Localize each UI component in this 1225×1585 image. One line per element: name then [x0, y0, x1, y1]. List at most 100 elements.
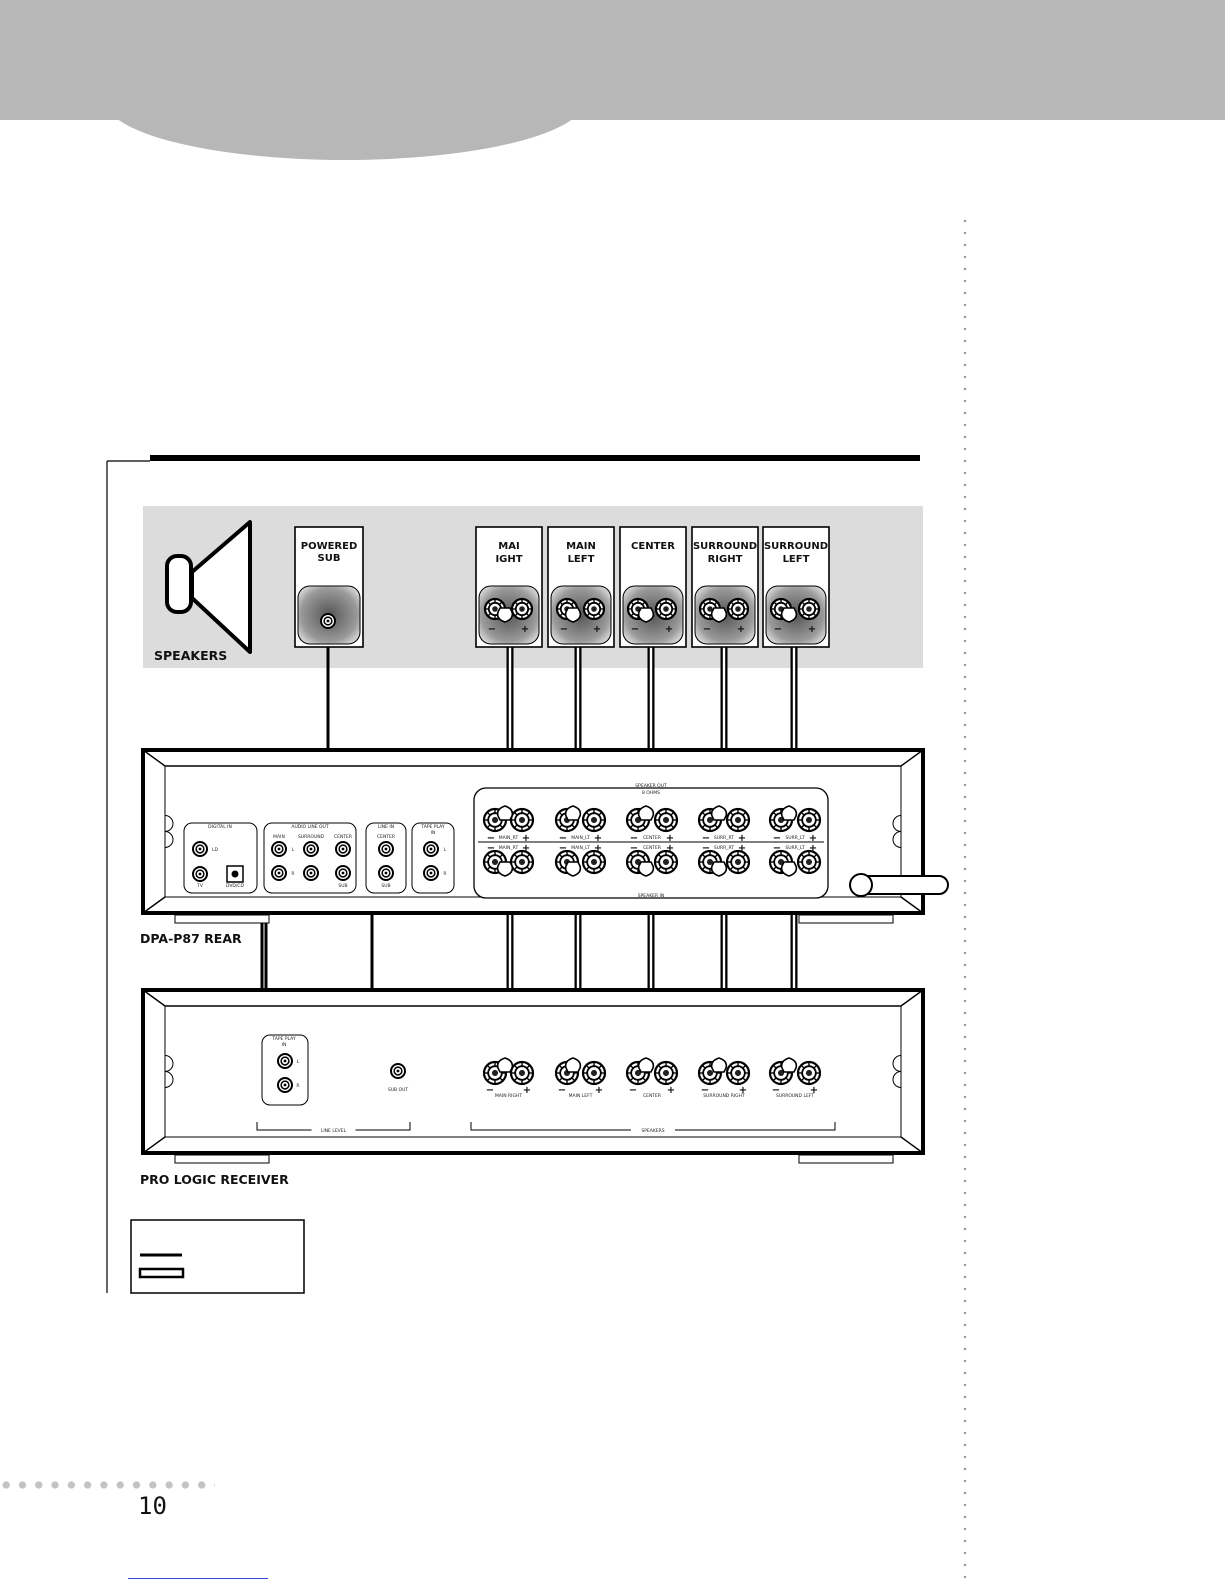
speaker-out-label: MAIN_RT: [499, 835, 519, 841]
polarity-minus: −: [773, 843, 781, 854]
bracket-label: LINE LEVEL: [321, 1128, 347, 1134]
footer-link-rule: [128, 1578, 268, 1579]
polarity-plus: +: [594, 833, 602, 844]
cable-plug: [637, 1057, 655, 1073]
cable-plug: [637, 607, 655, 623]
receiver-tape-play-l-jack: [277, 1053, 293, 1069]
tape-play-in-r-jack: [423, 865, 439, 881]
speaker-out-title: 8 OHMS: [642, 790, 660, 796]
legend-speaker-wire-swatch: [138, 1267, 185, 1279]
speaker-in-label: SURR_RT: [714, 845, 734, 851]
receiver-speaker-label: SURROUND RIGHT: [703, 1093, 745, 1099]
jack-label: SUB: [338, 883, 347, 889]
polarity-minus: −: [773, 833, 781, 844]
jack-label: DVD/CD: [226, 883, 245, 889]
speakers-label: SPEAKERS: [154, 648, 227, 663]
jack-label: L: [292, 847, 295, 853]
speaker-out-positive-post: [796, 807, 822, 833]
cable-plug: [780, 861, 798, 877]
digital-in-ld-jack: [192, 841, 208, 857]
audio-line-out-jack: [303, 841, 319, 857]
page-header-band: [0, 0, 1225, 160]
polarity-minus: −: [629, 1085, 637, 1096]
speaker-in-positive-post: [581, 849, 607, 875]
audio-line-out-col-label: CENTER: [334, 834, 352, 840]
polarity-plus: +: [593, 624, 601, 635]
polarity-minus: −: [560, 624, 568, 635]
speaker-in-title: SPEAKER IN: [638, 893, 665, 899]
polarity-minus: −: [488, 624, 496, 635]
tape-play-in-title: TAPE PLAY: [420, 824, 445, 830]
speaker-positive-post: [797, 597, 821, 621]
polarity-plus: +: [808, 624, 816, 635]
speaker-channel-label: LEFT: [568, 554, 595, 565]
polarity-plus: +: [666, 843, 674, 854]
cable-plug: [780, 607, 798, 623]
speaker-channel-label: IGHT: [495, 554, 522, 565]
speaker-out-label: SURR_RT: [714, 835, 734, 841]
speaker-in-label: CENTER: [643, 845, 661, 851]
digital-in-optical-port: [231, 870, 239, 878]
polarity-plus: +: [522, 833, 530, 844]
speaker-channel-label: LEFT: [783, 554, 810, 565]
polarity-plus: +: [523, 1085, 531, 1096]
tape-play-in-group: [411, 822, 455, 894]
receiver-positive-post: [653, 1060, 679, 1086]
audio-line-out-jack: [303, 865, 319, 881]
jack-label: L: [444, 847, 447, 853]
pro-logic-receiver-label: PRO LOGIC RECEIVER: [140, 1172, 289, 1187]
cable-plug: [564, 805, 582, 821]
speaker-out-label: MAIN_LT: [571, 835, 590, 841]
polarity-minus: −: [559, 833, 567, 844]
receiver-positive-post: [796, 1060, 822, 1086]
polarity-minus: −: [772, 1085, 780, 1096]
speaker-in-positive-post: [796, 849, 822, 875]
jack-label: TV: [196, 883, 204, 889]
polarity-minus: −: [702, 833, 710, 844]
polarity-minus: −: [631, 624, 639, 635]
speaker-out-positive-post: [653, 807, 679, 833]
receiver-sub-out-label: SUB OUT: [388, 1087, 409, 1093]
power-cord-grommet: [849, 873, 873, 897]
speaker-channel-label: MAI: [498, 541, 519, 552]
jack-label: CENTER: [377, 834, 395, 840]
polarity-plus: +: [737, 624, 745, 635]
cable-plug: [710, 861, 728, 877]
speaker-channel-label: CENTER: [631, 541, 675, 552]
cable-plug: [710, 1057, 728, 1073]
polarity-minus: −: [630, 833, 638, 844]
receiver-speaker-label: MAIN RIGHT: [495, 1093, 522, 1099]
polarity-minus: −: [559, 843, 567, 854]
tape-play-in-title: IN: [431, 830, 436, 836]
receiver-tape-play-in-title: TAPE PLAY: [271, 1036, 296, 1042]
jack-label: SUB: [381, 883, 390, 889]
polarity-plus: +: [738, 833, 746, 844]
cable-plug: [496, 607, 514, 623]
polarity-minus: −: [487, 843, 495, 854]
polarity-plus: +: [594, 843, 602, 854]
speaker-out-label: SURR_LT: [785, 835, 805, 841]
footer-dot-rule: [0, 1478, 215, 1492]
powered-sub-label: POWERED: [301, 541, 358, 552]
page-number: 10: [138, 1492, 167, 1520]
audio-line-out-col-label: MAIN: [273, 834, 285, 840]
polarity-plus: +: [809, 843, 817, 854]
speaker-in-positive-post: [653, 849, 679, 875]
diagram-top-rule: [150, 455, 920, 461]
receiver-positive-post: [581, 1060, 607, 1086]
polarity-minus: −: [701, 1085, 709, 1096]
jack-label: R: [296, 1083, 299, 1089]
receiver-sub-out-jack: [390, 1063, 406, 1079]
jack-label: LD: [212, 847, 219, 853]
speaker-channel-label: SURROUND: [764, 541, 828, 552]
speaker-in-label: SURR_LT: [785, 845, 805, 851]
polarity-minus: −: [703, 624, 711, 635]
cable-plug: [496, 861, 514, 877]
polarity-minus: −: [558, 1085, 566, 1096]
jack-label: L: [297, 1059, 300, 1065]
speaker-positive-post: [510, 597, 534, 621]
speaker-icon-magnet: [165, 554, 193, 614]
audio-line-out-jack: [271, 865, 287, 881]
digital-in-tv-jack: [192, 866, 208, 882]
audio-line-out-group: [263, 822, 357, 894]
